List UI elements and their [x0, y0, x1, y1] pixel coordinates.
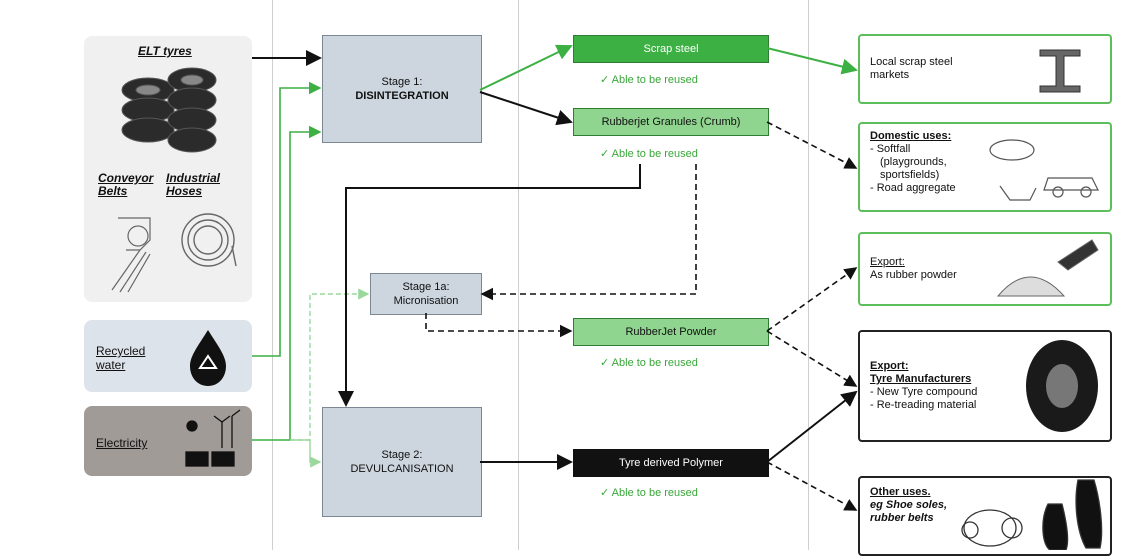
- arrow-electricity-stage1a: [290, 288, 370, 441]
- domestic-line: - Softfall: [870, 143, 911, 155]
- stage-2-box: Stage 2: DEVULCANISATION: [322, 407, 482, 517]
- export-tyre-title: Export:: [870, 360, 909, 372]
- tyre-icon: [1026, 340, 1098, 432]
- reuse-note: ✓ Able to be reused: [600, 487, 698, 499]
- powder-pile-icon: [996, 239, 1099, 297]
- electricity-label: Electricity: [96, 436, 148, 450]
- arrow-powder-export: [766, 267, 858, 332]
- domestic-line: (playgrounds,: [880, 156, 947, 168]
- scrap-steel-box: Scrap steel: [573, 35, 769, 63]
- column-divider: [272, 0, 273, 550]
- hose-icon: [181, 213, 237, 267]
- export-tyre-line: - Re-treading material: [870, 399, 977, 411]
- other-uses-text: eg Shoe soles,: [870, 499, 948, 511]
- steel-beam-icon: [1039, 49, 1081, 93]
- export-tyre-line: - New Tyre compound: [870, 386, 978, 398]
- local-scrap-text: Local scrap steel markets: [870, 56, 953, 81]
- arrow-water-stage1: [252, 81, 322, 357]
- export-tyre-subtitle: Tyre Manufacturers: [870, 373, 972, 385]
- industrial-hoses-label: Industrial Hoses: [166, 171, 221, 198]
- water-drop-icon: [190, 330, 226, 386]
- domestic-line: sportsfields): [880, 169, 940, 181]
- column-divider: [808, 0, 809, 550]
- stage-1-box: Stage 1: DISINTEGRATION: [322, 35, 482, 143]
- reuse-note: ✓ Able to be reused: [600, 74, 698, 86]
- arrow-granules-domestic: [766, 121, 858, 169]
- arrow-granules-stage2: [338, 164, 641, 407]
- conveyor-belts-label: Conveyor Belts: [98, 171, 154, 198]
- arrow-stage1-granules: [479, 91, 573, 126]
- arrow-stage1a-powder: [425, 313, 573, 338]
- arrow-stage1-scrap: [479, 44, 573, 91]
- stage-1a-title: Stage 1a:: [402, 281, 450, 293]
- tyre-stack-icon: [121, 67, 217, 153]
- arrow-polymer-tyre: [766, 390, 858, 463]
- polymer-box: Tyre derived Polymer: [573, 449, 769, 477]
- recycled-water-panel: [84, 320, 252, 392]
- other-uses-box: Other uses. eg Shoe soles, rubber belts: [858, 476, 1112, 556]
- other-uses-title: Other uses.: [870, 486, 931, 498]
- powder-box: RubberJet Powder: [573, 318, 769, 346]
- arrow-electricity-stage2: [290, 439, 322, 468]
- granules-box: Rubberjet Granules (Crumb): [573, 108, 769, 136]
- reuse-note: ✓ Able to be reused: [600, 148, 698, 160]
- other-uses-text: rubber belts: [870, 512, 934, 524]
- stage-2-title: Stage 2:: [381, 449, 423, 461]
- stage-2-name: DEVULCANISATION: [350, 463, 454, 475]
- playground-icon: [989, 139, 1099, 201]
- arrow-powder-tyre: [766, 330, 858, 387]
- domestic-line: - Road aggregate: [870, 182, 956, 194]
- arrow-scrap-local: [766, 47, 858, 75]
- column-divider: [518, 0, 519, 550]
- arrow-polymer-other: [766, 461, 858, 511]
- stage-1-title: Stage 1:: [381, 76, 423, 88]
- recycled-water-label: Recycled water: [96, 344, 146, 372]
- arrow-granules-stage1a: [480, 164, 697, 301]
- belt-shoe-icon: [961, 479, 1103, 550]
- reuse-note: ✓ Able to be reused: [600, 357, 698, 369]
- export-powder-title: Export:: [870, 256, 905, 268]
- elt-tyres-label: ELT tyres: [138, 44, 192, 58]
- arrow-electricity-stage1: [252, 125, 322, 441]
- stage-1-name: DISINTEGRATION: [355, 90, 449, 102]
- domestic-uses-title: Domestic uses:: [870, 130, 952, 142]
- conveyor-belt-icon: [111, 217, 151, 293]
- export-powder-text: As rubber powder: [870, 269, 957, 281]
- solar-wind-icon: [185, 409, 241, 467]
- stage-1a-name: Micronisation: [393, 295, 459, 307]
- domestic-uses-box: Domestic uses: - Softfall (playgrounds, …: [858, 122, 1112, 212]
- stage-1a-box: Stage 1a: Micronisation: [370, 273, 482, 315]
- export-powder-box: Export: As rubber powder: [858, 232, 1112, 306]
